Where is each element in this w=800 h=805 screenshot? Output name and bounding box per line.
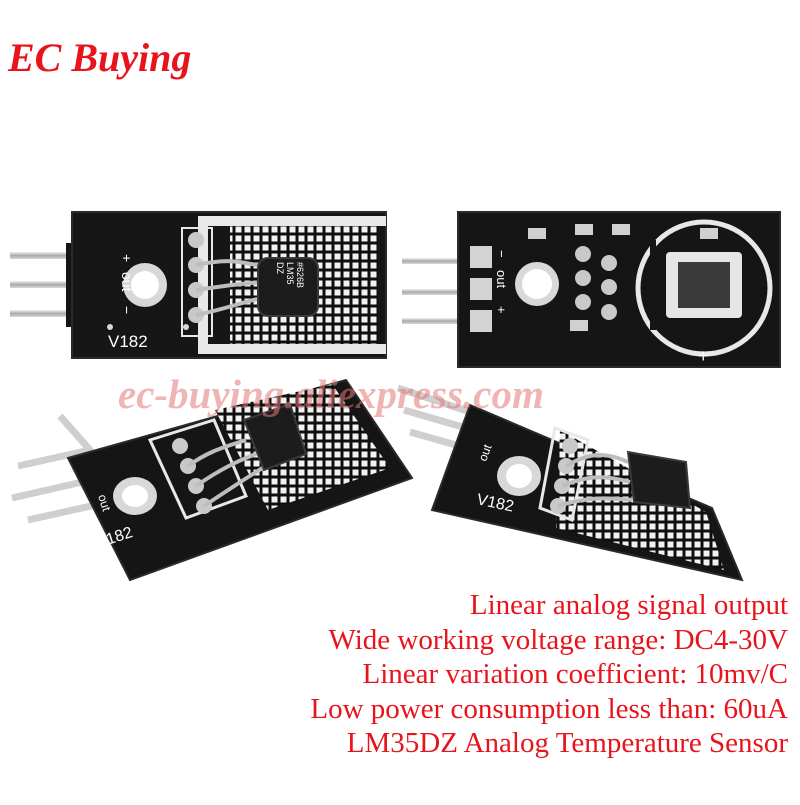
svg-text:out: out (476, 442, 495, 463)
sensor-outline (635, 219, 773, 357)
pin (10, 310, 82, 317)
lm35-chip (626, 450, 692, 510)
svg-text:+: + (119, 254, 135, 262)
feature-line: Wide working voltage range: DC4-30V (328, 623, 789, 656)
pad (172, 438, 188, 454)
pin (402, 258, 470, 264)
svg-text:out: out (95, 493, 114, 514)
pad (601, 255, 617, 271)
feature-line: LM35DZ Analog Temperature Sensor (346, 727, 788, 759)
pad (601, 304, 617, 320)
lm35-chip (257, 257, 319, 317)
pad (470, 246, 492, 268)
sensor-module-back-right: + − out + (402, 211, 781, 368)
feature-line: Linear analog signal output (469, 589, 788, 621)
svg-text:−: − (494, 250, 509, 258)
svg-text:LM35: LM35 (285, 262, 295, 285)
board-label: V182 (108, 332, 148, 351)
brand-logo: EC Buying (8, 35, 192, 80)
feature-list: Linear analog signal output Wide working… (88, 588, 788, 761)
pad (470, 310, 492, 332)
sensor-module-angled-left: V182 out (11, 378, 414, 582)
svg-text:+: + (494, 306, 509, 314)
pad (107, 324, 113, 330)
pin (10, 281, 82, 288)
sensor-module-angled-right: V182 out (396, 384, 744, 582)
pad (470, 278, 492, 300)
svg-text:out: out (494, 270, 509, 288)
pin (402, 289, 470, 295)
pad (601, 279, 617, 295)
lm35-chip (242, 402, 308, 472)
sensor-module-front-left: #626B LM35 DZ + out − V182 (10, 211, 387, 359)
pad (188, 232, 204, 248)
pad (183, 324, 189, 330)
pad (575, 294, 591, 310)
svg-text:DZ: DZ (275, 262, 285, 274)
feature-line: Low power consumption less than: 60uA (310, 692, 788, 725)
watermark: ec-buying.aliexpress.com (118, 371, 544, 417)
pin (17, 413, 94, 470)
feature-line: Linear variation coefficient: 10mv/C (362, 658, 788, 690)
pin (10, 252, 82, 259)
pad (575, 270, 591, 286)
svg-text:#626B: #626B (295, 262, 305, 288)
pad (575, 246, 591, 262)
pin (402, 318, 470, 324)
pad (562, 438, 578, 454)
svg-text:−: − (119, 306, 135, 314)
svg-text:out: out (119, 272, 135, 292)
svg-text:+: + (698, 346, 709, 366)
